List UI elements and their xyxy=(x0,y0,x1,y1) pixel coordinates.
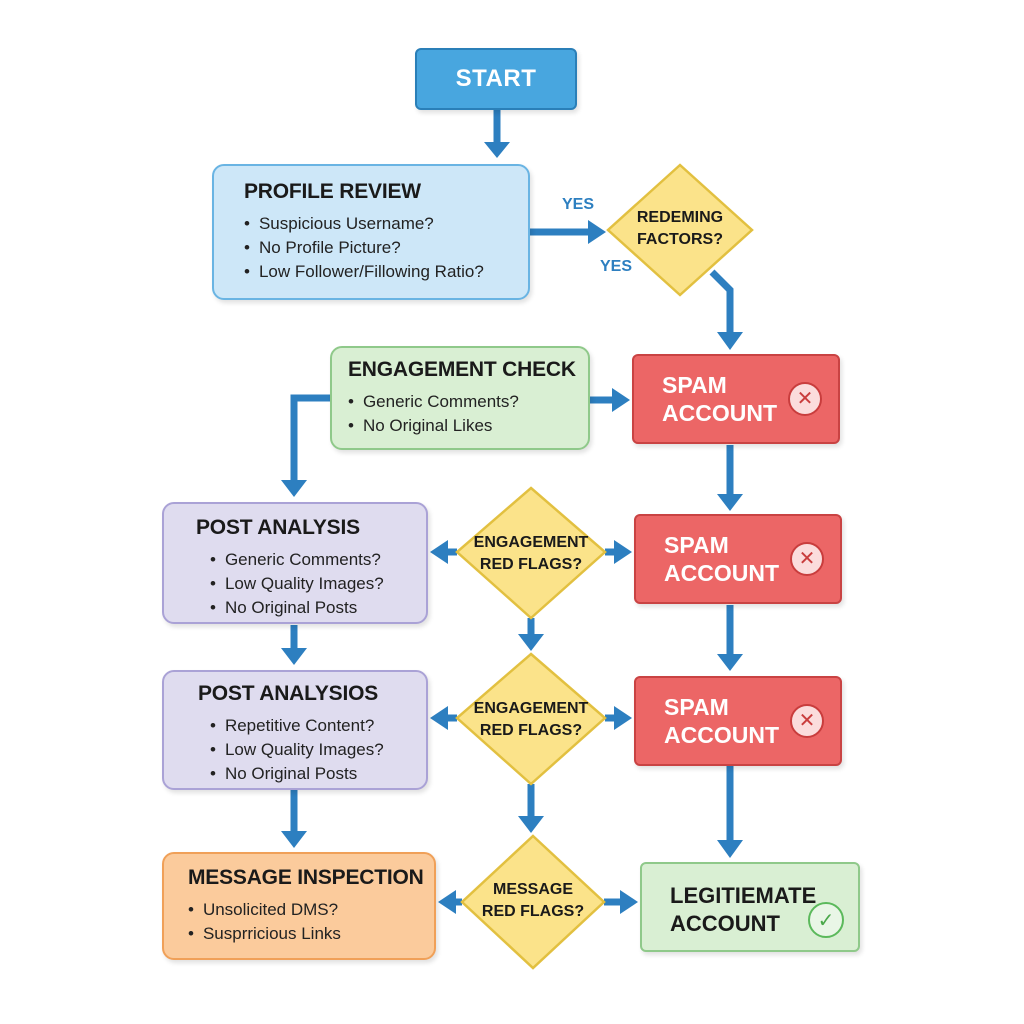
spam-line2: ACCOUNT xyxy=(664,560,779,586)
engagement-red-flags-label-1: ENGAGEMENT RED FLAGS? xyxy=(461,532,601,576)
post-analysis-title-2: POST ANALYSIOS xyxy=(198,682,379,705)
list-item: Generic Comments? xyxy=(210,548,426,572)
spam-account-box-2: SPAM ACCOUNT ✕ xyxy=(634,514,842,604)
x-circle-icon: ✕ xyxy=(790,542,824,576)
list-item: Susprricious Links xyxy=(188,922,434,946)
list-item: Unsolicited DMS? xyxy=(188,898,434,922)
message-red-flags-label: MESSAGE RED FLAGS? xyxy=(463,879,603,923)
spam-label-3: SPAM ACCOUNT xyxy=(664,693,794,749)
redeeming-label: REDEMING FACTORS? xyxy=(610,207,750,251)
engagement-red-flags-label-2: ENGAGEMENT RED FLAGS? xyxy=(461,698,601,742)
arrowhead xyxy=(588,220,606,244)
arrowhead xyxy=(438,890,456,914)
spam-line1: SPAM xyxy=(664,694,729,720)
arrowhead xyxy=(620,890,638,914)
arrowhead xyxy=(518,634,544,651)
list-item: Low Quality Images? xyxy=(210,572,426,596)
spam-label-2: SPAM ACCOUNT xyxy=(664,531,794,587)
profile-review-box: PROFILE REVIEW Suspicious Username? No P… xyxy=(212,164,530,300)
redeeming-line1: REDEMING xyxy=(636,209,724,226)
diamond-line1: MESSAGE xyxy=(492,881,573,898)
yes-label-top: YES xyxy=(562,196,595,213)
arrow-engagement-to-post1 xyxy=(290,394,330,482)
start-label: START xyxy=(455,65,537,92)
diamond-line2: RED FLAGS? xyxy=(481,903,585,920)
arrowhead xyxy=(281,648,307,665)
start-node: START xyxy=(415,48,577,110)
diamond-line2: RED FLAGS? xyxy=(479,722,583,739)
post-analysis-box-1: POST ANALYSIS Generic Comments? Low Qual… xyxy=(162,502,428,624)
decision-message-diamond xyxy=(460,834,606,970)
yes-label-bottom: YES xyxy=(600,258,633,275)
spam-account-box-1: SPAM ACCOUNT ✕ xyxy=(632,354,840,444)
message-inspection-title: MESSAGE INSPECTION xyxy=(188,866,424,889)
spam-line1: SPAM xyxy=(662,372,727,398)
list-item: Generic Comments? xyxy=(348,390,588,414)
list-item: Low Follower/Fillowing Ratio? xyxy=(244,260,528,284)
spam-label-1: SPAM ACCOUNT xyxy=(662,371,792,427)
x-circle-icon: ✕ xyxy=(790,704,824,738)
list-item: Suspicious Username? xyxy=(244,212,528,236)
list-item: Low Quality Images? xyxy=(210,738,426,762)
diamond-line1: ENGAGEMENT xyxy=(473,534,589,551)
redeeming-line2: FACTORS? xyxy=(637,231,723,248)
post-analysis-title-1: POST ANALYSIS xyxy=(196,516,360,539)
legit-line2: ACCOUNT xyxy=(670,911,780,936)
decision-engagement-diamond-2 xyxy=(455,652,607,786)
arrowhead xyxy=(614,540,632,564)
diamond-line1: ENGAGEMENT xyxy=(473,700,589,717)
legitimate-account-box: LEGITIEMATE ACCOUNT ✓ xyxy=(640,862,860,952)
spam-line1: SPAM xyxy=(664,532,729,558)
profile-review-title: PROFILE REVIEW xyxy=(244,180,421,203)
post-analysis-box-2: POST ANALYSIOS Repetitive Content? Low Q… xyxy=(162,670,428,790)
list-item: No Original Posts xyxy=(210,596,426,620)
arrowhead xyxy=(484,142,510,158)
list-item: No Original Likes xyxy=(348,414,588,438)
engagement-check-title: ENGAGEMENT CHECK xyxy=(348,358,576,381)
message-inspection-box: MESSAGE INSPECTION Unsolicited DMS? Susp… xyxy=(162,852,436,960)
list-item: No Profile Picture? xyxy=(244,236,528,260)
arrowhead xyxy=(518,816,544,833)
spam-account-box-3: SPAM ACCOUNT ✕ xyxy=(634,676,842,766)
spam-line2: ACCOUNT xyxy=(662,400,777,426)
spam-line2: ACCOUNT xyxy=(664,722,779,748)
legit-line1: LEGITIEMATE xyxy=(670,883,817,908)
arrow-redeeming-to-spam1 xyxy=(709,269,734,336)
arrowhead xyxy=(614,706,632,730)
list-item: Repetitive Content? xyxy=(210,714,426,738)
arrowhead xyxy=(717,332,743,350)
decision-redeeming-diamond xyxy=(606,163,754,297)
arrowhead xyxy=(717,840,743,858)
arrowhead xyxy=(430,540,448,564)
x-circle-icon: ✕ xyxy=(788,382,822,416)
arrowhead xyxy=(717,494,743,511)
arrowhead xyxy=(281,480,307,497)
check-circle-icon: ✓ xyxy=(808,902,844,938)
legitimate-label: LEGITIEMATE ACCOUNT xyxy=(670,882,820,938)
decision-engagement-diamond-1 xyxy=(455,486,607,620)
arrowhead xyxy=(717,654,743,671)
arrowhead xyxy=(430,706,448,730)
arrowhead xyxy=(281,831,307,848)
diamond-line2: RED FLAGS? xyxy=(479,556,583,573)
arrowhead xyxy=(612,388,630,412)
engagement-check-box: ENGAGEMENT CHECK Generic Comments? No Or… xyxy=(330,346,590,450)
list-item: No Original Posts xyxy=(210,762,426,786)
